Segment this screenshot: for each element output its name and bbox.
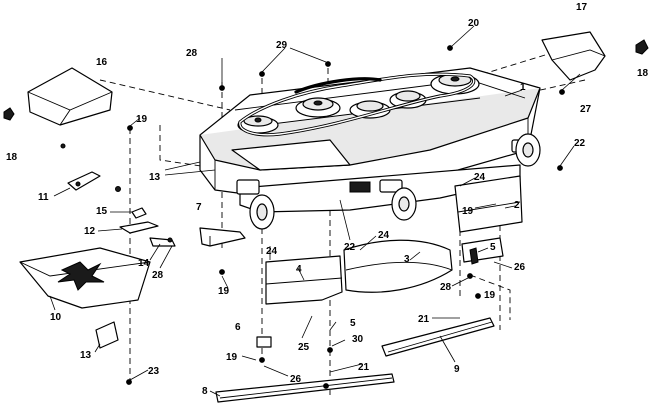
callout-24: 24: [474, 172, 486, 183]
callout-19: 19: [136, 114, 148, 125]
bracket-13: [95, 321, 119, 349]
baffle-3: [343, 239, 453, 293]
callout-19: 19: [218, 286, 230, 297]
callout-28: 28: [152, 270, 164, 281]
callout-26: 26: [290, 374, 302, 385]
callout-22: 22: [574, 138, 586, 149]
callout-27: 27: [580, 104, 592, 115]
callout-1: 1: [520, 82, 526, 93]
callout-14: 14: [138, 258, 150, 269]
callout-5: 5: [350, 318, 356, 329]
knob-left: [3, 107, 15, 121]
callout-24: 24: [266, 246, 278, 257]
bracket-11: [67, 171, 101, 191]
callout-24: 24: [378, 230, 390, 241]
link-12: [119, 221, 159, 234]
callout-21: 21: [358, 362, 370, 373]
callout-22: 22: [344, 242, 356, 253]
callout-21: 21: [418, 314, 430, 325]
baffle-2: [454, 175, 523, 233]
callout-10: 10: [50, 312, 62, 323]
callout-6: 6: [235, 322, 241, 333]
callout-26: 26: [514, 262, 526, 273]
callout-5: 5: [490, 242, 496, 253]
callout-9: 9: [454, 364, 460, 375]
callout-11: 11: [38, 192, 49, 203]
callout-19: 19: [226, 352, 238, 363]
callout-29: 29: [276, 40, 288, 51]
clip-15: [131, 207, 147, 219]
callout-12: 12: [84, 226, 96, 237]
pulley-set: [237, 72, 480, 137]
callout-25: 25: [298, 342, 310, 353]
spacer-6: [256, 336, 272, 348]
callout-3: 3: [404, 254, 410, 265]
rail-9: [381, 317, 495, 357]
belt-cover-right: [541, 31, 606, 81]
belt-cover-left: [27, 67, 113, 126]
callouts: 16 18 28 29 20 17 18 1 27 19 13 11 22 15…: [6, 2, 649, 397]
callout-16: 16: [96, 57, 108, 68]
callout-13: 13: [80, 350, 92, 361]
callout-8: 8: [202, 386, 208, 397]
callout-2: 2: [514, 200, 520, 211]
callout-4: 4: [296, 264, 302, 275]
callout-20: 20: [468, 18, 480, 29]
callout-19: 19: [484, 290, 496, 301]
callout-30: 30: [352, 334, 364, 345]
leader-lines: [49, 25, 581, 397]
bracket-7: [199, 227, 246, 247]
callout-18: 18: [637, 68, 649, 79]
callout-7: 7: [196, 202, 202, 213]
callout-23: 23: [148, 366, 160, 377]
knob-right: [635, 39, 649, 55]
callout-17: 17: [576, 2, 588, 13]
caster-wheels: [236, 133, 541, 230]
callout-28: 28: [186, 48, 198, 59]
callout-28: 28: [440, 282, 452, 293]
left-side-parts: [3, 67, 246, 349]
callout-15: 15: [96, 206, 108, 217]
callout-13: 13: [149, 172, 161, 183]
callout-18: 18: [6, 152, 18, 163]
warning-decal: [57, 261, 105, 291]
callout-19: 19: [462, 206, 474, 217]
